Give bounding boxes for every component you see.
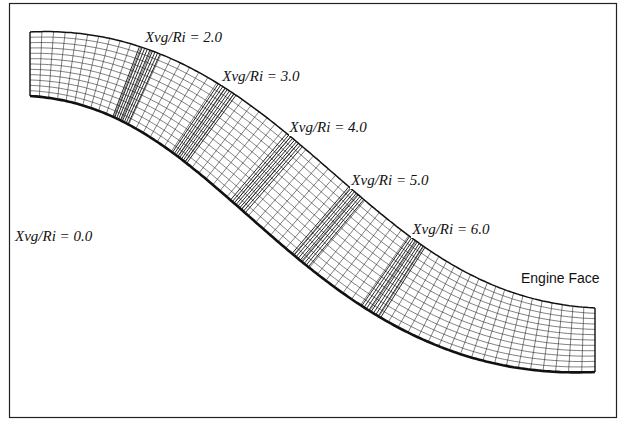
grid-lines [30,32,595,373]
duct-wall [30,32,595,308]
station-label: Xvg/Ri = 0.0 [14,228,93,245]
station-label: Xvg/Ri = 2.0 [144,29,223,46]
duct-wall [30,96,595,372]
station-label: Xvg/Ri = 4.0 [289,119,368,136]
duct-ends [30,32,595,372]
station-label: Engine Face [520,270,601,287]
station-label: Xvg/Ri = 6.0 [411,221,490,238]
station-label: Xvg/Ri = 5.0 [350,172,429,189]
figure-frame [10,4,617,418]
station-label: Xvg/Ri = 3.0 [221,68,300,85]
